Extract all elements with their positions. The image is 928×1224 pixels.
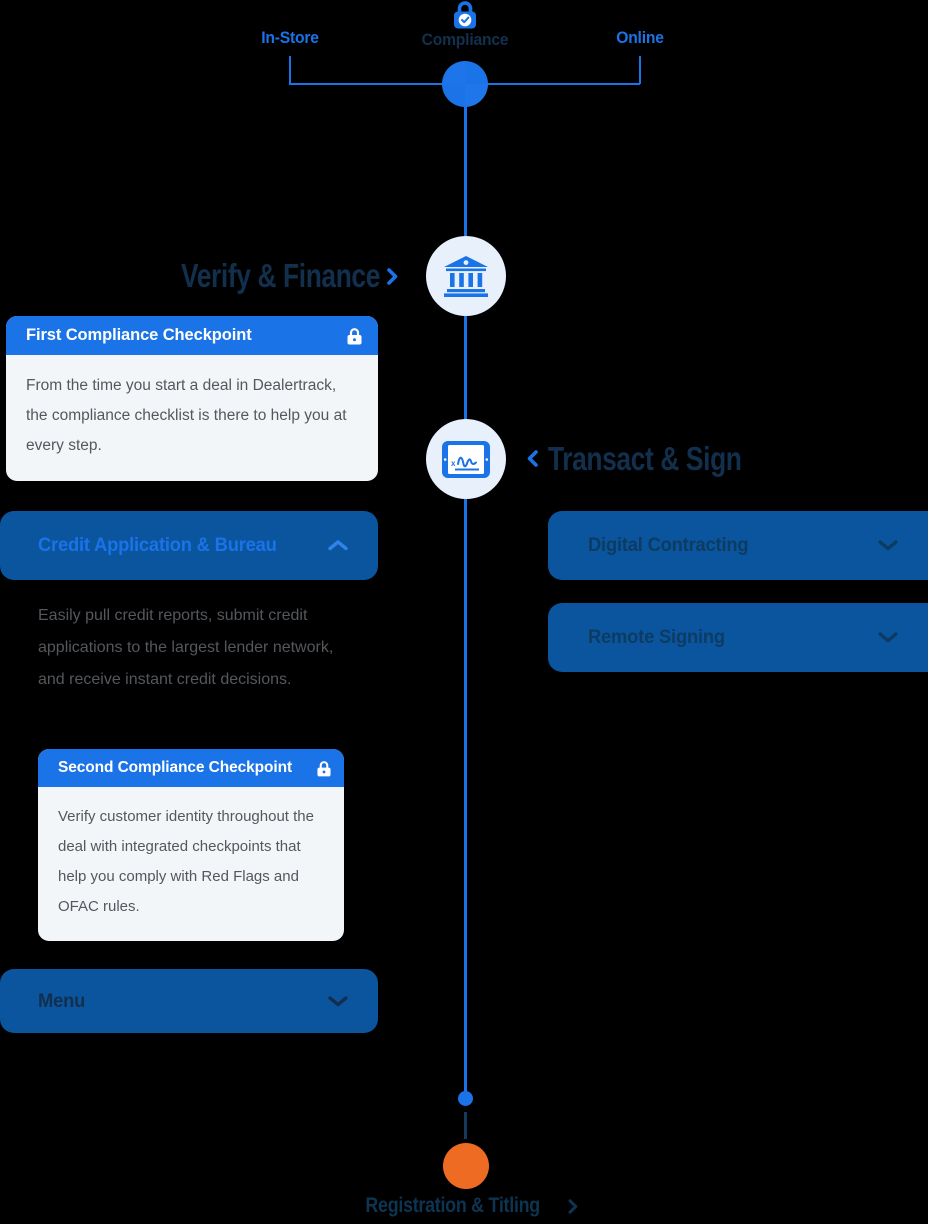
lock-icon: [347, 327, 362, 345]
chevron-down-icon: [878, 632, 898, 643]
stage-title-registration-titling[interactable]: Registration & Titling: [365, 1194, 540, 1217]
bank-icon: [444, 255, 488, 297]
first-checkpoint-card: First Compliance Checkpoint From the tim…: [6, 316, 378, 481]
timeline-end-dot: [458, 1091, 473, 1106]
compliance-node-circle: [442, 61, 488, 107]
second-checkpoint-title: Second Compliance Checkpoint: [58, 759, 293, 776]
label-in-store: In-Store: [261, 28, 319, 47]
chevron-down-icon: [878, 540, 898, 551]
second-checkpoint-body: Verify customer identity throughout the …: [58, 808, 314, 915]
chevron-right-icon: [568, 1198, 578, 1214]
first-checkpoint-header: First Compliance Checkpoint: [6, 316, 378, 355]
verify-finance-node: [426, 236, 506, 316]
remote-signing-accordion[interactable]: Remote Signing: [548, 603, 928, 672]
menu-accordion[interactable]: Menu: [0, 969, 378, 1033]
chevron-left-icon[interactable]: [527, 450, 538, 467]
first-checkpoint-body: From the time you start a deal in Dealer…: [26, 377, 347, 454]
label-compliance: Compliance: [421, 30, 509, 49]
menu-label: Menu: [38, 989, 86, 1012]
transact-sign-node: x: [426, 419, 506, 499]
digital-contracting-label: Digital Contracting: [588, 534, 749, 556]
tablet-signature-icon: x: [442, 440, 490, 478]
second-checkpoint-card: Second Compliance Checkpoint Verify cust…: [38, 749, 344, 941]
digital-contracting-accordion[interactable]: Digital Contracting: [548, 511, 928, 580]
stage-registration-row[interactable]: Registration & Titling: [284, 1194, 644, 1218]
label-online: Online: [616, 28, 664, 47]
registration-node-circle: [443, 1143, 489, 1189]
second-checkpoint-header: Second Compliance Checkpoint: [38, 749, 344, 787]
chevron-up-icon: [328, 540, 348, 551]
chevron-right-icon[interactable]: [387, 268, 398, 285]
stage-title-transact-sign[interactable]: Transact & Sign: [548, 440, 742, 477]
bottom-connector-segment: [464, 1112, 467, 1139]
chevron-down-icon: [328, 995, 348, 1007]
svg-text:x: x: [451, 459, 456, 468]
credit-application-description: Easily pull credit reports, submit credi…: [38, 607, 334, 688]
remote-signing-label: Remote Signing: [588, 626, 725, 648]
credit-application-accordion[interactable]: Credit Application & Bureau: [0, 511, 378, 580]
lock-icon: [317, 760, 331, 777]
top-bracket-left-stub: [289, 56, 291, 84]
lock-check-icon: [450, 0, 480, 30]
stage-title-verify-finance[interactable]: Verify & Finance: [180, 257, 380, 294]
top-bracket-right-stub: [639, 56, 641, 84]
first-checkpoint-title: First Compliance Checkpoint: [26, 326, 252, 344]
timeline-vertical-line: [464, 84, 467, 1094]
credit-application-label: Credit Application & Bureau: [38, 534, 277, 556]
